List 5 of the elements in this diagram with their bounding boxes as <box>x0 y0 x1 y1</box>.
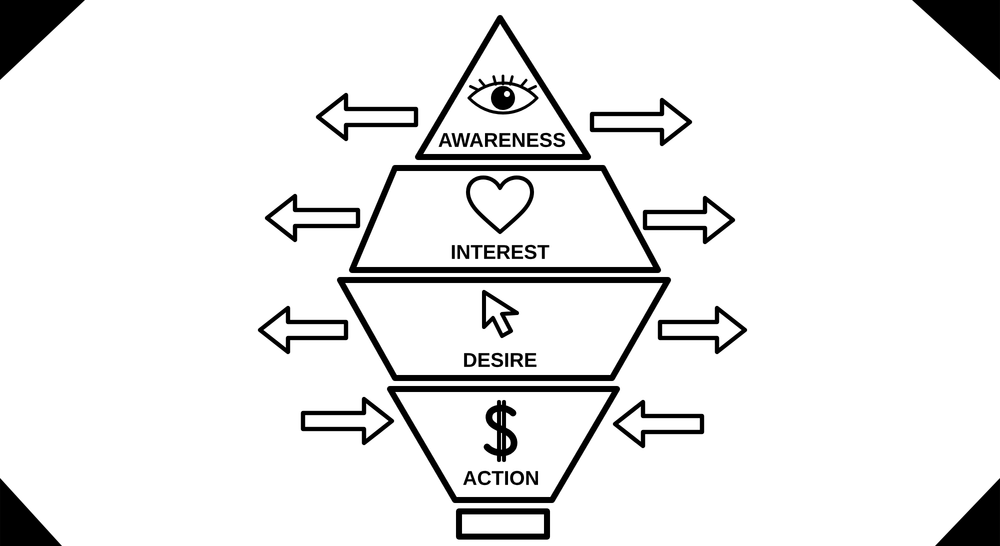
pyramid-section: AWARENESS <box>415 15 591 160</box>
base-box <box>456 508 550 540</box>
funnel-section: DESIRE <box>337 277 671 381</box>
pyramid-section: INTEREST <box>349 165 661 273</box>
funnel-section: ACTION <box>387 386 620 503</box>
